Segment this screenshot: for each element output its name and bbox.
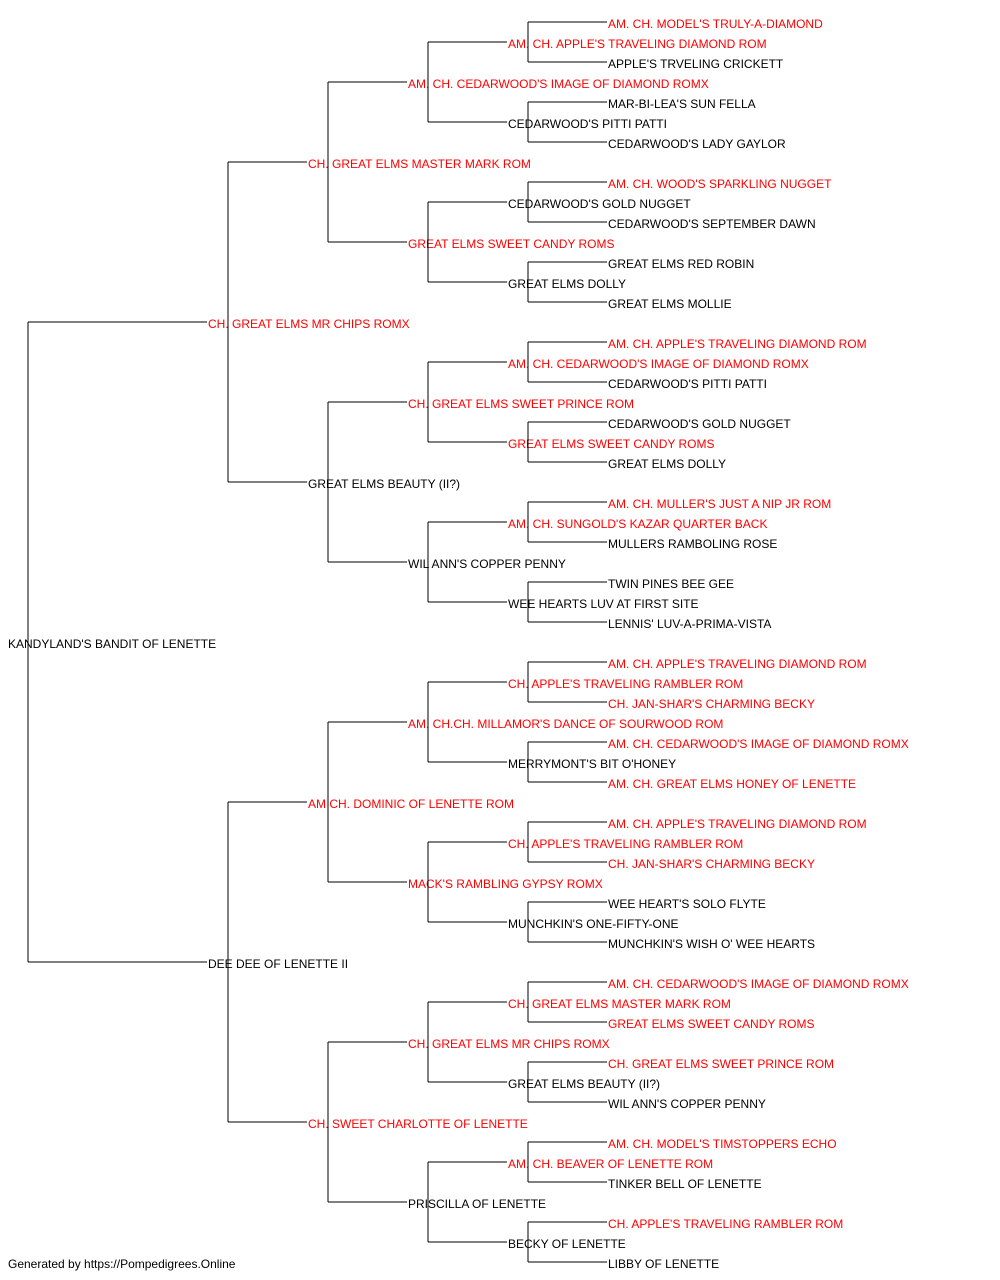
gg-grandparent-name: AM. CH. CEDARWOOD'S IMAGE OF DIAMOND ROM… [508,357,809,371]
ggg-grandparent-name: LENNIS' LUV-A-PRIMA-VISTA [608,617,771,631]
great-grandparent-name: CH. GREAT ELMS MR CHIPS ROMX [408,1037,610,1051]
ggg-grandparent-name: TWIN PINES BEE GEE [608,577,734,591]
ggg-grandparent-name: MAR-BI-LEA'S SUN FELLA [608,97,756,111]
gg-grandparent-name: GREAT ELMS DOLLY [508,277,626,291]
great-grandparent-name: CH. GREAT ELMS SWEET PRINCE ROM [408,397,634,411]
ggg-grandparent-name: CEDARWOOD'S GOLD NUGGET [608,417,791,431]
ggg-grandparent-name: GREAT ELMS SWEET CANDY ROMS [608,1017,814,1031]
ggg-grandparent-name: CH. JAN-SHAR'S CHARMING BECKY [608,697,815,711]
ggg-grandparent-name: CEDARWOOD'S LADY GAYLOR [608,137,786,151]
great-grandparent-name: WIL ANN'S COPPER PENNY [408,557,566,571]
gg-grandparent-name: CH. GREAT ELMS MASTER MARK ROM [508,997,731,1011]
gg-grandparent-name: CH. APPLE'S TRAVELING RAMBLER ROM [508,677,743,691]
grandparent-name: AM CH. DOMINIC OF LENETTE ROM [308,797,514,811]
grandparent-name: GREAT ELMS BEAUTY (II?) [308,477,460,491]
gg-grandparent-name: AM. CH. BEAVER OF LENETTE ROM [508,1157,713,1171]
ggg-grandparent-name: AM. CH. APPLE'S TRAVELING DIAMOND ROM [608,817,867,831]
gg-grandparent-name: CEDARWOOD'S PITTI PATTI [508,117,667,131]
ggg-grandparent-name: CH. APPLE'S TRAVELING RAMBLER ROM [608,1217,843,1231]
ggg-grandparent-name: MULLERS RAMBOLING ROSE [608,537,777,551]
gg-grandparent-name: MUNCHKIN'S ONE-FIFTY-ONE [508,917,679,931]
great-grandparent-name: MACK'S RAMBLING GYPSY ROMX [408,877,603,891]
ggg-grandparent-name: AM. CH. MODEL'S TIMSTOPPERS ECHO [608,1137,837,1151]
gg-grandparent-name: AM. CH. APPLE'S TRAVELING DIAMOND ROM [508,37,767,51]
subject-name: KANDYLAND'S BANDIT OF LENETTE [8,637,216,651]
ggg-grandparent-name: APPLE'S TRVELING CRICKETT [608,57,784,71]
ggg-grandparent-name: CH. GREAT ELMS SWEET PRINCE ROM [608,1057,834,1071]
gg-grandparent-name: GREAT ELMS SWEET CANDY ROMS [508,437,714,451]
great-grandparent-name: PRISCILLA OF LENETTE [408,1197,546,1211]
gg-grandparent-name: AM. CH. SUNGOLD'S KAZAR QUARTER BACK [508,517,767,531]
ggg-grandparent-name: CEDARWOOD'S SEPTEMBER DAWN [608,217,816,231]
ggg-grandparent-name: WEE HEART'S SOLO FLYTE [608,897,766,911]
great-grandparent-name: GREAT ELMS SWEET CANDY ROMS [408,237,614,251]
ggg-grandparent-name: TINKER BELL OF LENETTE [608,1177,762,1191]
parent-name: DEE DEE OF LENETTE II [208,957,348,971]
ggg-grandparent-name: AM. CH. WOOD'S SPARKLING NUGGET [608,177,832,191]
gg-grandparent-name: MERRYMONT'S BIT O'HONEY [508,757,676,771]
ggg-grandparent-name: AM. CH. CEDARWOOD'S IMAGE OF DIAMOND ROM… [608,737,909,751]
ggg-grandparent-name: AM. CH. CEDARWOOD'S IMAGE OF DIAMOND ROM… [608,977,909,991]
ggg-grandparent-name: CEDARWOOD'S PITTI PATTI [608,377,767,391]
grandparent-name: CH. SWEET CHARLOTTE OF LENETTE [308,1117,528,1131]
parent-name: CH. GREAT ELMS MR CHIPS ROMX [208,317,410,331]
ggg-grandparent-name: AM. CH. MODEL'S TRULY-A-DIAMOND [608,17,823,31]
gg-grandparent-name: CEDARWOOD'S GOLD NUGGET [508,197,691,211]
ggg-grandparent-name: AM. CH. GREAT ELMS HONEY OF LENETTE [608,777,856,791]
ggg-grandparent-name: AM. CH. MULLER'S JUST A NIP JR ROM [608,497,831,511]
ggg-grandparent-name: MUNCHKIN'S WISH O' WEE HEARTS [608,937,815,951]
ggg-grandparent-name: AM. CH. APPLE'S TRAVELING DIAMOND ROM [608,657,867,671]
great-grandparent-name: AM. CH. CEDARWOOD'S IMAGE OF DIAMOND ROM… [408,77,709,91]
ggg-grandparent-name: CH. JAN-SHAR'S CHARMING BECKY [608,857,815,871]
footer-credit: Generated by https://Pompedigrees.Online [8,1257,236,1271]
ggg-grandparent-name: GREAT ELMS MOLLIE [608,297,732,311]
ggg-grandparent-name: GREAT ELMS DOLLY [608,457,726,471]
ggg-grandparent-name: LIBBY OF LENETTE [608,1257,719,1271]
gg-grandparent-name: CH. APPLE'S TRAVELING RAMBLER ROM [508,837,743,851]
grandparent-name: CH. GREAT ELMS MASTER MARK ROM [308,157,531,171]
ggg-grandparent-name: GREAT ELMS RED ROBIN [608,257,754,271]
ggg-grandparent-name: WIL ANN'S COPPER PENNY [608,1097,766,1111]
gg-grandparent-name: WEE HEARTS LUV AT FIRST SITE [508,597,699,611]
gg-grandparent-name: BECKY OF LENETTE [508,1237,626,1251]
ggg-grandparent-name: AM. CH. APPLE'S TRAVELING DIAMOND ROM [608,337,867,351]
great-grandparent-name: AM. CH.CH. MILLAMOR'S DANCE OF SOURWOOD … [408,717,723,731]
gg-grandparent-name: GREAT ELMS BEAUTY (II?) [508,1077,660,1091]
